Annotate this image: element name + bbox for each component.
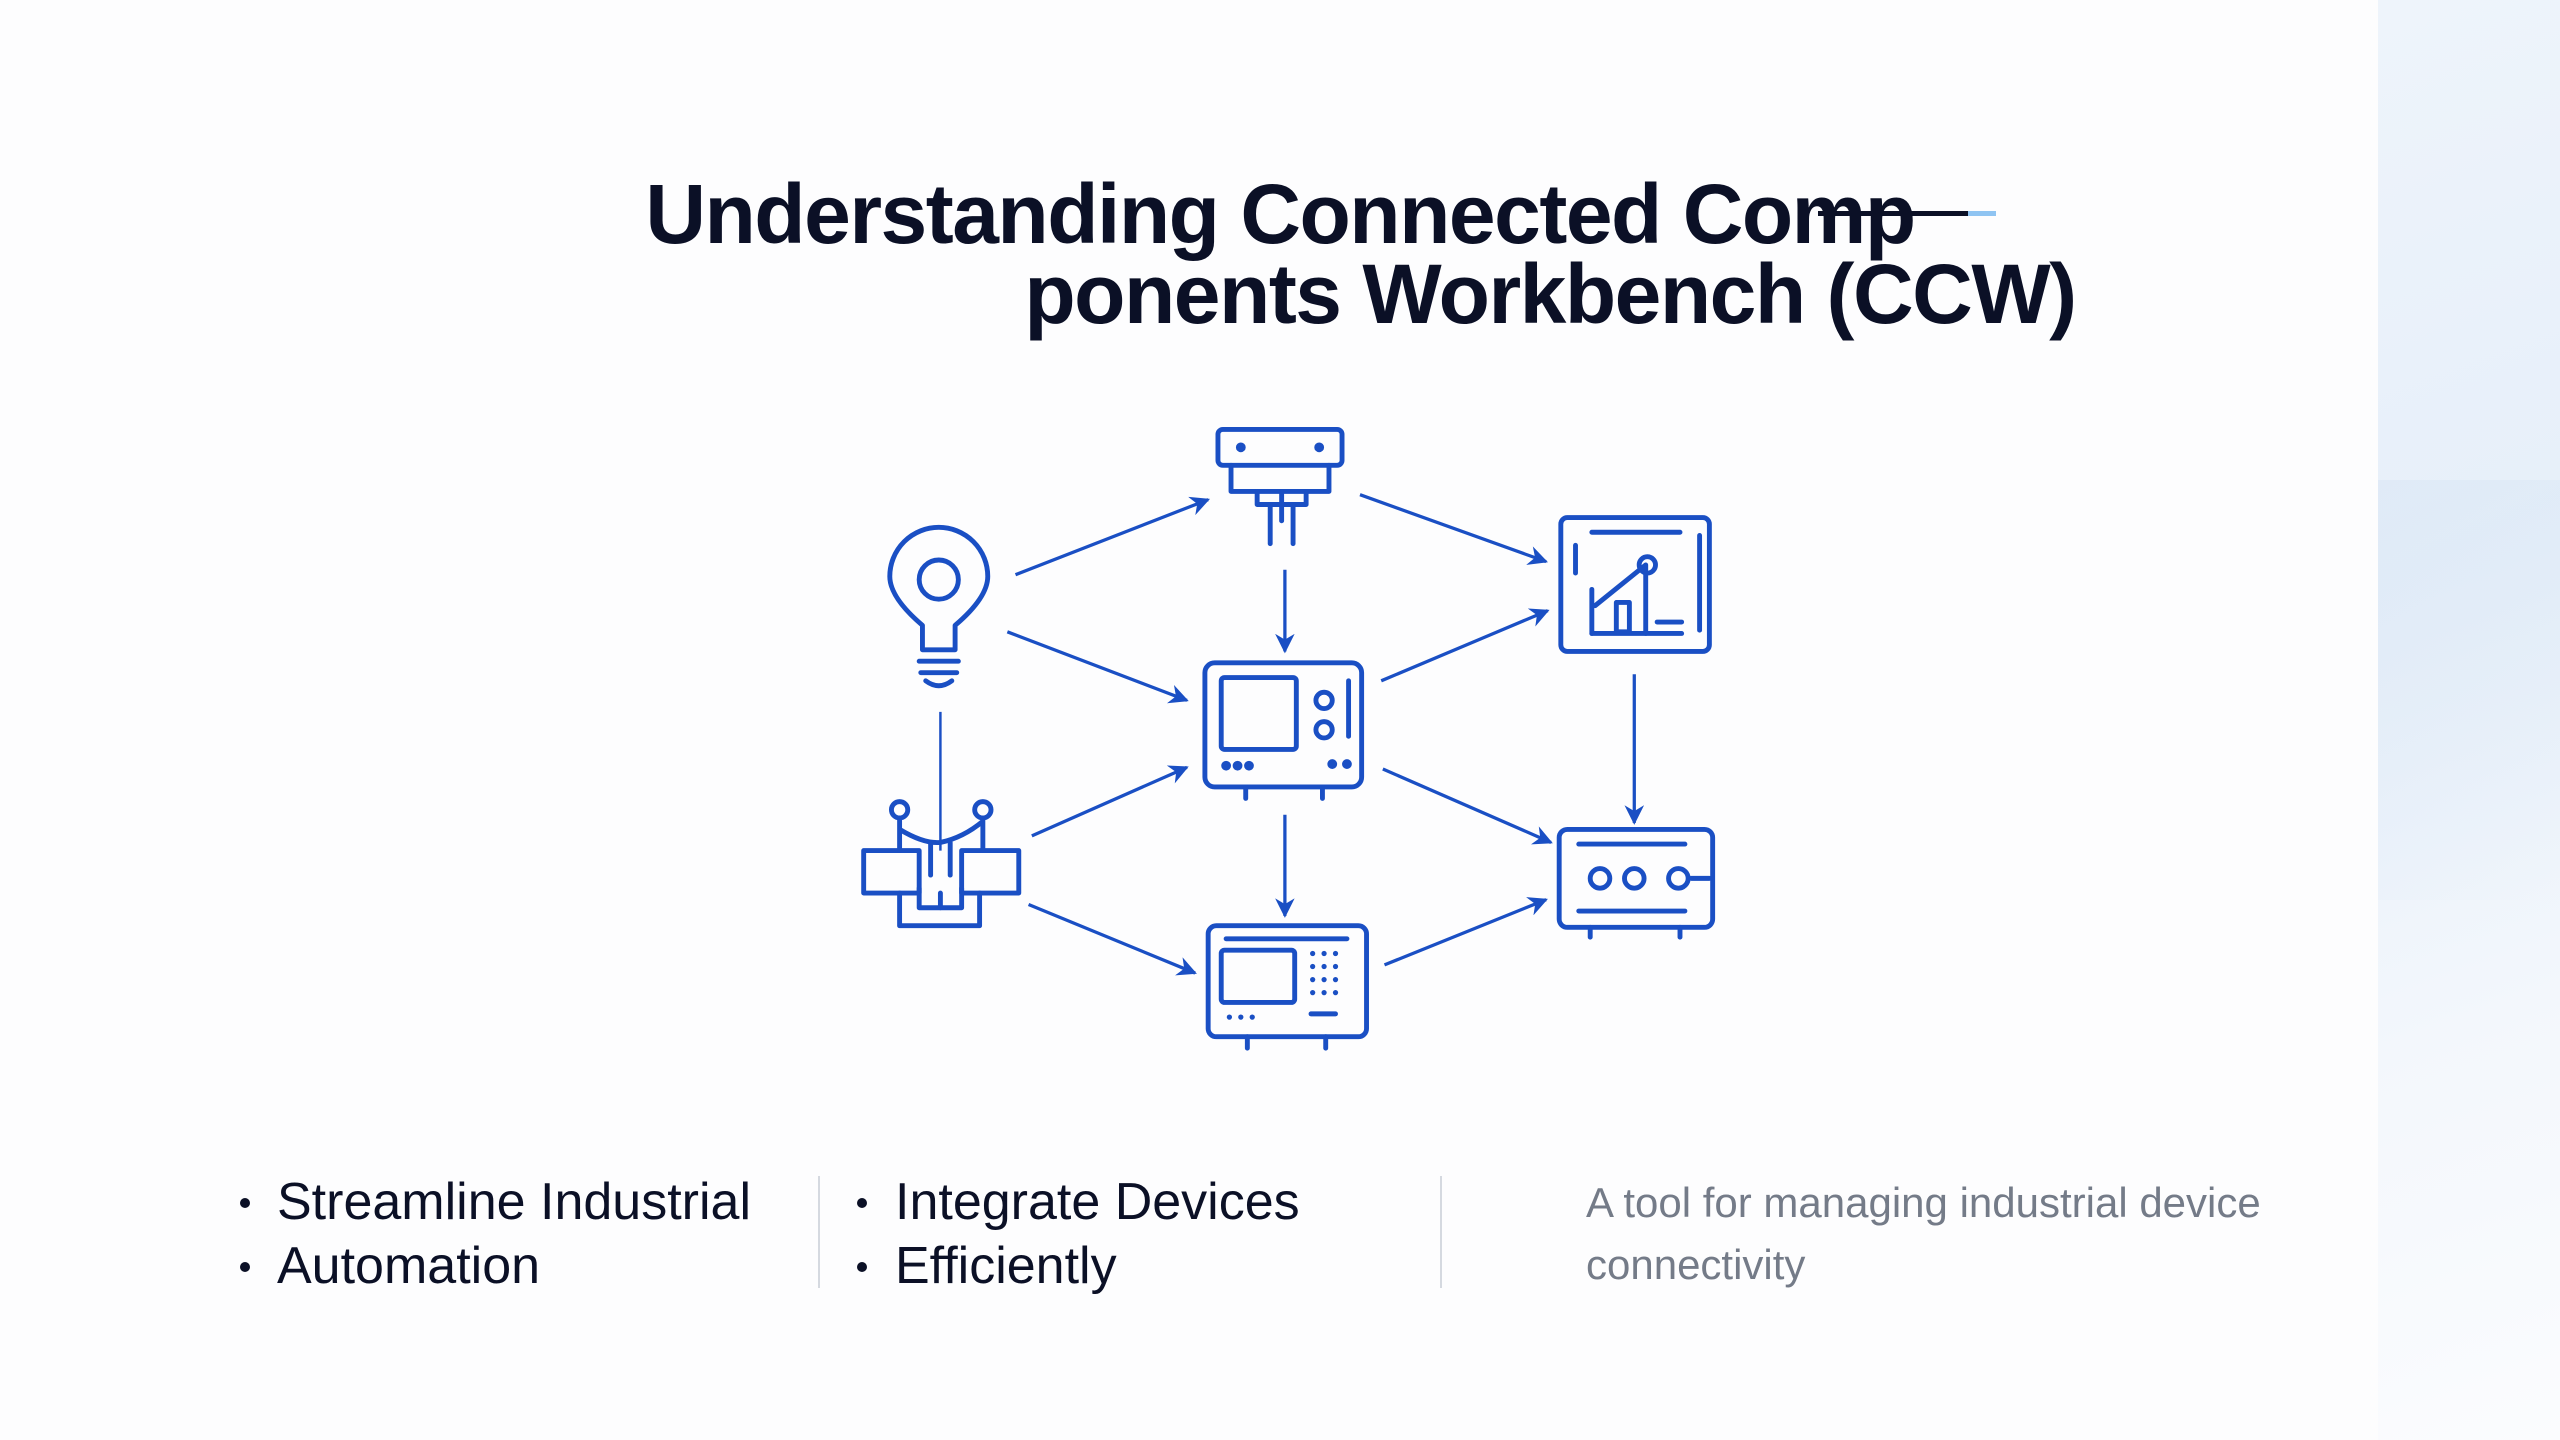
plug-icon [1215, 426, 1345, 547]
edge-hmi-io [1383, 897, 1548, 967]
column-divider [818, 1176, 820, 1288]
bullet-streamline: Streamline Industrial [277, 1173, 751, 1231]
edge-lightbulb-controller [1006, 630, 1189, 704]
edge-controller-io [1382, 767, 1553, 845]
bullet-dot [857, 1262, 867, 1272]
bullet-dot [240, 1198, 250, 1208]
edge-network-controller [1031, 765, 1189, 838]
edge-lightbulb-plug [1014, 496, 1210, 577]
lightbulb-icon [887, 524, 991, 689]
column-divider [1440, 1176, 1442, 1288]
edge-network-hmi [1027, 902, 1197, 976]
background-band [2378, 480, 2560, 900]
io-module-icon [1556, 826, 1716, 940]
edge-plug-chart [1359, 493, 1548, 565]
bullet-integrate: Integrate Devices [895, 1173, 1300, 1231]
hmi-terminal-icon [1205, 923, 1369, 1051]
edge-controller-chart [1380, 608, 1550, 683]
title-accent-rule [1818, 211, 1968, 216]
bullet-efficiently: Efficiently [895, 1237, 1117, 1295]
title-line-2: ponents Workbench (CCW) [1024, 247, 2077, 341]
bullet-automation: Automation [277, 1237, 541, 1295]
title-line-1: Understanding Connected Comp [645, 167, 1916, 261]
chart-panel-icon [1558, 515, 1712, 654]
description-text: A tool for managing industrial device co… [1586, 1179, 2261, 1288]
bullet-dot [240, 1262, 250, 1272]
bullet-dot [857, 1198, 867, 1208]
title-accent-rule-tip [1968, 211, 1996, 216]
controller-device-icon [1202, 660, 1365, 801]
network-hub-icon [861, 799, 1022, 929]
